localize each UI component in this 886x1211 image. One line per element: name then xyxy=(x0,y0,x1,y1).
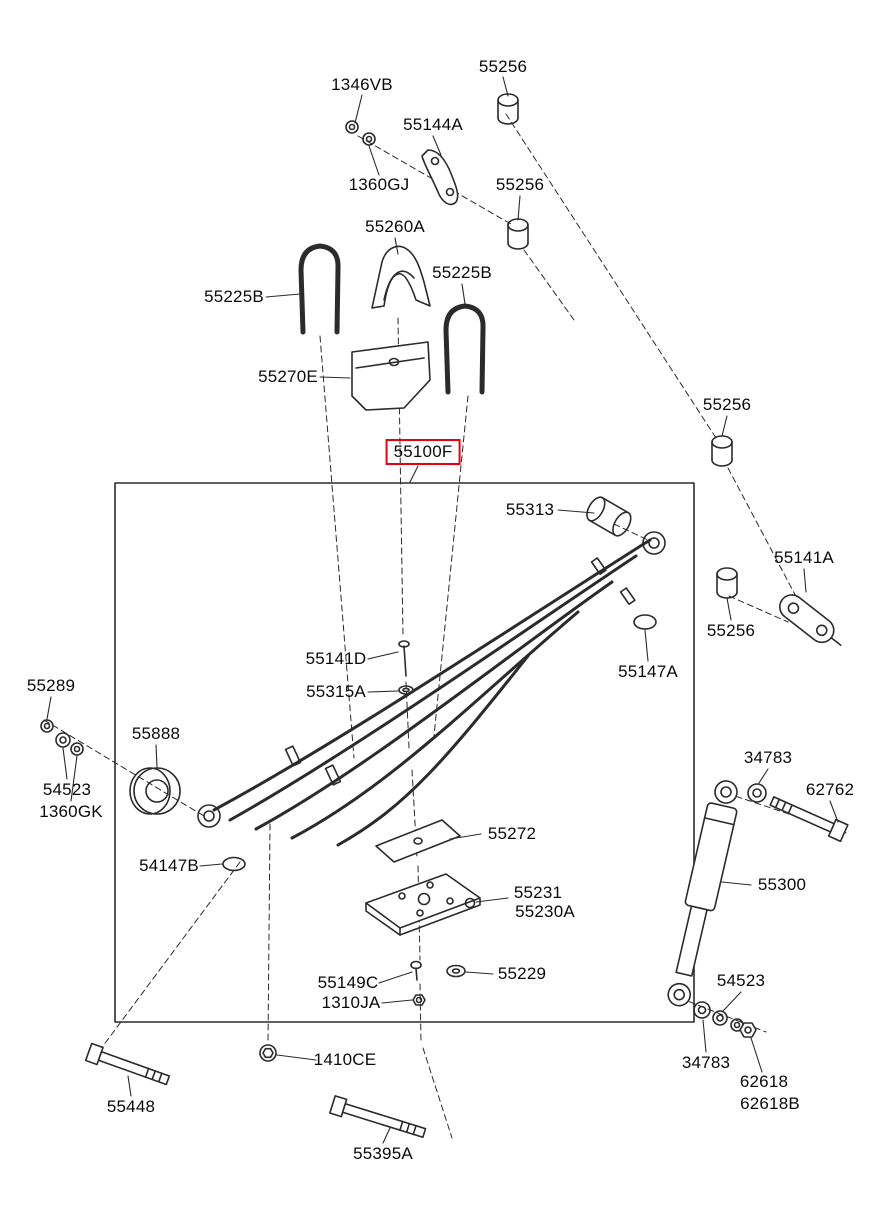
part-label-54147B[interactable]: 54147B xyxy=(139,856,199,875)
part-label-55395A[interactable]: 55395A xyxy=(353,1144,413,1163)
bushing-55256-drawing xyxy=(497,93,738,599)
leader-lines xyxy=(46,76,839,1144)
shock-absorber-drawing xyxy=(667,780,738,1007)
center-bolt-drawing xyxy=(398,640,414,695)
part-label-55231[interactable]: 55231 xyxy=(513,883,563,902)
part-label-55256-2[interactable]: 55256 xyxy=(495,175,545,194)
part-label-55141D[interactable]: 55141D xyxy=(305,649,367,668)
shackle-plate-drawing xyxy=(779,594,842,646)
shim-plate-drawing xyxy=(375,819,461,863)
u-bolt-left-drawing xyxy=(298,243,341,335)
part-label-55225B-2[interactable]: 55225B xyxy=(432,263,492,282)
part-label-54523-2[interactable]: 54523 xyxy=(716,971,766,990)
spring-seat-plate-drawing xyxy=(365,873,481,936)
part-label-55225B-1[interactable]: 55225B xyxy=(204,287,264,306)
u-bolt-right-drawing xyxy=(443,303,486,395)
part-label-62618[interactable]: 62618 xyxy=(739,1072,789,1091)
bracket-55144A-drawing xyxy=(421,149,459,206)
part-label-54523-1[interactable]: 54523 xyxy=(42,780,92,799)
part-label-55147A[interactable]: 55147A xyxy=(618,662,678,681)
part-label-34783-1[interactable]: 34783 xyxy=(743,748,793,767)
assembly-frame xyxy=(114,482,695,1023)
part-label-34783-2[interactable]: 34783 xyxy=(681,1053,731,1072)
small-hardware-drawing xyxy=(259,960,466,1062)
part-label-55229[interactable]: 55229 xyxy=(497,964,547,983)
part-label-55256-1[interactable]: 55256 xyxy=(478,57,528,76)
part-label-1310JA[interactable]: 1310JA xyxy=(321,993,381,1012)
part-label-55230A[interactable]: 55230A xyxy=(515,902,575,921)
front-bushing-drawing xyxy=(129,767,181,815)
part-label-55289[interactable]: 55289 xyxy=(26,676,76,695)
bushing-55313-drawing xyxy=(586,496,632,537)
part-label-55256-4[interactable]: 55256 xyxy=(706,621,756,640)
part-label-55313[interactable]: 55313 xyxy=(505,500,555,519)
clip-plate-drawing xyxy=(633,614,657,630)
shock-top-bolt-drawing xyxy=(769,796,849,843)
front-pivot-bolt-drawing xyxy=(84,1042,171,1086)
part-label-62618B[interactable]: 62618B xyxy=(740,1094,800,1113)
part-label-55260A[interactable]: 55260A xyxy=(365,217,425,236)
rear-shackle-bolt-drawing xyxy=(329,1095,427,1139)
shim-drawing xyxy=(222,856,246,872)
top-washers-drawing xyxy=(345,120,376,146)
part-label-55100F[interactable]: 55100F xyxy=(385,439,461,465)
part-label-55149C[interactable]: 55149C xyxy=(317,973,379,992)
part-label-55256-3[interactable]: 55256 xyxy=(702,395,752,414)
part-label-1346VB[interactable]: 1346VB xyxy=(331,75,393,94)
shock-bottom-hardware-drawing xyxy=(693,1001,757,1038)
bumper-bracket-drawing xyxy=(371,245,431,309)
part-label-55144A[interactable]: 55144A xyxy=(403,115,463,134)
part-label-55315A[interactable]: 55315A xyxy=(306,682,366,701)
part-label-62762[interactable]: 62762 xyxy=(805,780,855,799)
shock-top-hardware-drawing xyxy=(747,783,767,803)
part-label-55270E[interactable]: 55270E xyxy=(258,367,318,386)
part-label-1360GJ[interactable]: 1360GJ xyxy=(348,175,410,194)
part-label-55141A[interactable]: 55141A xyxy=(774,548,834,567)
spring-seat-bracket-drawing xyxy=(351,341,431,411)
part-label-55300[interactable]: 55300 xyxy=(757,875,807,894)
leaf-spring-drawing xyxy=(197,531,666,847)
part-label-55448[interactable]: 55448 xyxy=(106,1097,156,1116)
part-label-55888[interactable]: 55888 xyxy=(131,724,181,743)
part-label-1360GK[interactable]: 1360GK xyxy=(39,802,103,821)
left-washers-drawing xyxy=(40,719,84,756)
part-label-55272[interactable]: 55272 xyxy=(487,824,537,843)
part-label-1410CE[interactable]: 1410CE xyxy=(313,1050,377,1069)
